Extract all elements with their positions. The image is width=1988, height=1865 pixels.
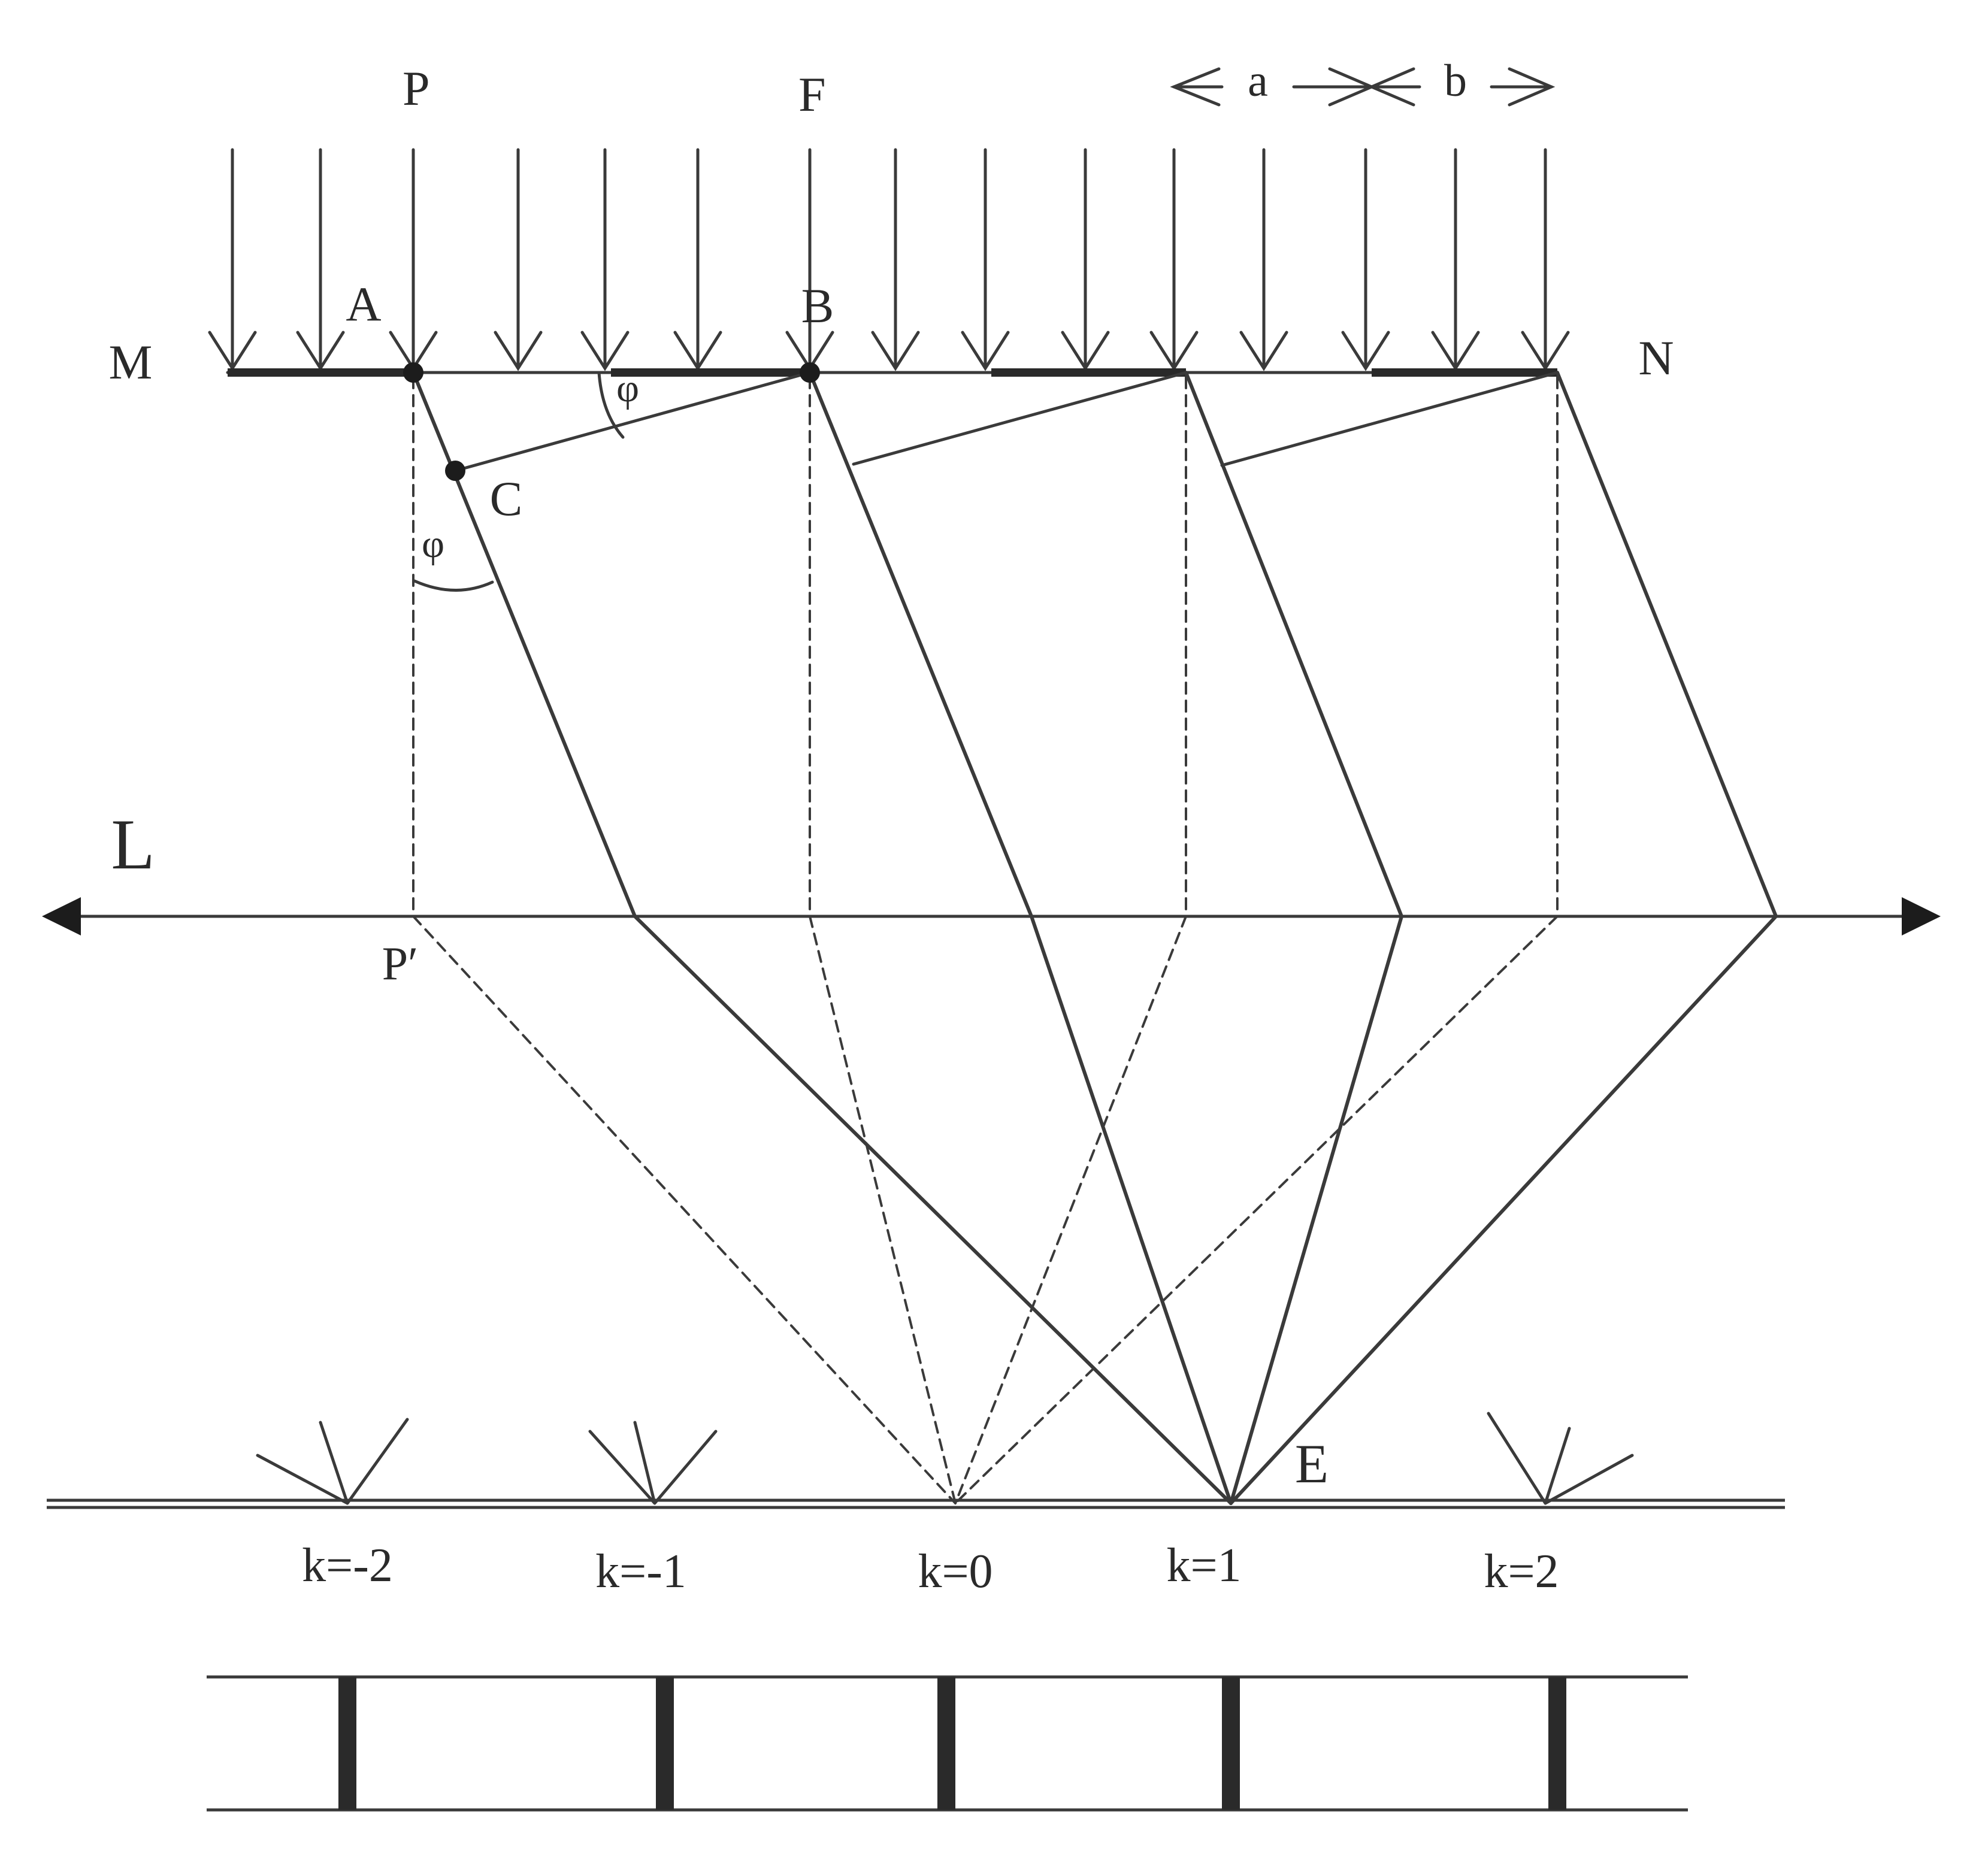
point-b-dot xyxy=(800,362,820,383)
incident-ray-arrow xyxy=(673,148,722,371)
label-b-period: b xyxy=(1444,56,1467,106)
label-lens-l: L xyxy=(111,804,155,884)
diffracted-ray-3 xyxy=(1184,371,1404,1505)
label-point-c: C xyxy=(490,471,523,526)
incident-light-rays xyxy=(208,148,1570,371)
incident-ray-arrow xyxy=(1521,148,1570,371)
label-order-k-0: k=0 xyxy=(918,1545,993,1598)
label-order-k-1: k=1 xyxy=(1166,1539,1241,1592)
incident-ray-arrow xyxy=(1341,148,1390,371)
incident-ray-arrow xyxy=(1431,148,1480,371)
labels: P F a b A B M N φ C φ L P′ E k=-2 k=-1 k… xyxy=(109,56,1674,1598)
incident-ray-arrow xyxy=(389,148,438,371)
diffracted-ray-from-b xyxy=(808,371,1233,1505)
bright-fringe-k-2 xyxy=(1548,1677,1566,1810)
undiffracted-ray-1 xyxy=(412,376,957,1504)
bright-fringe-k-minus-2 xyxy=(338,1677,356,1810)
label-point-b: B xyxy=(801,278,834,333)
angle-arcs xyxy=(413,371,625,592)
diffracted-ray-from-a xyxy=(411,371,1233,1505)
label-e: E xyxy=(1295,1433,1329,1494)
label-phi-top: φ xyxy=(616,367,639,410)
label-n: N xyxy=(1638,331,1674,385)
fan-order-2 xyxy=(1487,1412,1634,1505)
lens-left-arrowhead xyxy=(42,897,81,935)
perpendicular-segment xyxy=(852,371,1188,466)
diffracted-rays xyxy=(411,371,1778,1505)
label-p: P xyxy=(403,61,430,116)
phi-angle-arc-left xyxy=(413,579,494,592)
label-m: M xyxy=(109,335,153,389)
label-f: F xyxy=(798,67,826,122)
perpendicular-segment xyxy=(1220,371,1559,467)
point-a-dot xyxy=(403,362,423,383)
fan-order-minus-1 xyxy=(588,1421,718,1505)
path-difference-segments xyxy=(453,371,1559,473)
label-point-a: A xyxy=(346,277,381,331)
point-c-dot xyxy=(445,461,465,481)
label-phi-left: φ xyxy=(422,522,444,566)
incident-ray-arrow xyxy=(1239,148,1288,371)
incident-ray-arrow xyxy=(494,148,543,371)
label-order-k-minus-2: k=-2 xyxy=(302,1539,393,1592)
label-order-k-minus-1: k=-1 xyxy=(595,1545,686,1598)
period-arrows xyxy=(1170,67,1556,107)
label-a-period: a xyxy=(1248,56,1268,106)
order-fans xyxy=(256,1412,1634,1505)
lens-right-arrowhead xyxy=(1902,897,1941,935)
incident-ray-arrow xyxy=(961,148,1010,371)
incident-ray-arrow xyxy=(1149,148,1199,371)
diffracted-ray-4 xyxy=(1229,371,1778,1505)
bright-fringe-k-0 xyxy=(937,1677,955,1810)
label-order-k-2: k=2 xyxy=(1484,1545,1559,1598)
phi-angle-arc-top xyxy=(597,371,625,439)
incident-ray-arrow xyxy=(785,148,834,371)
incident-ray-arrow xyxy=(208,148,257,371)
undiffracted-ray-2 xyxy=(809,376,957,1504)
bright-fringe-k-minus-1 xyxy=(656,1677,674,1810)
incident-ray-arrow xyxy=(1061,148,1110,371)
fan-order-minus-2 xyxy=(256,1418,409,1505)
intensity-pattern xyxy=(207,1675,1688,1812)
segment-bc xyxy=(453,371,812,473)
incident-ray-arrow xyxy=(580,148,630,371)
incident-ray-arrow xyxy=(871,148,920,371)
incident-ray-arrow xyxy=(296,148,345,371)
label-p-prime: P′ xyxy=(382,937,418,989)
screen xyxy=(47,1498,1785,1509)
arrow-b-right-head xyxy=(1508,67,1556,107)
undiffracted-ray-3 xyxy=(954,376,1187,1504)
bright-fringe-k-1 xyxy=(1222,1677,1240,1810)
